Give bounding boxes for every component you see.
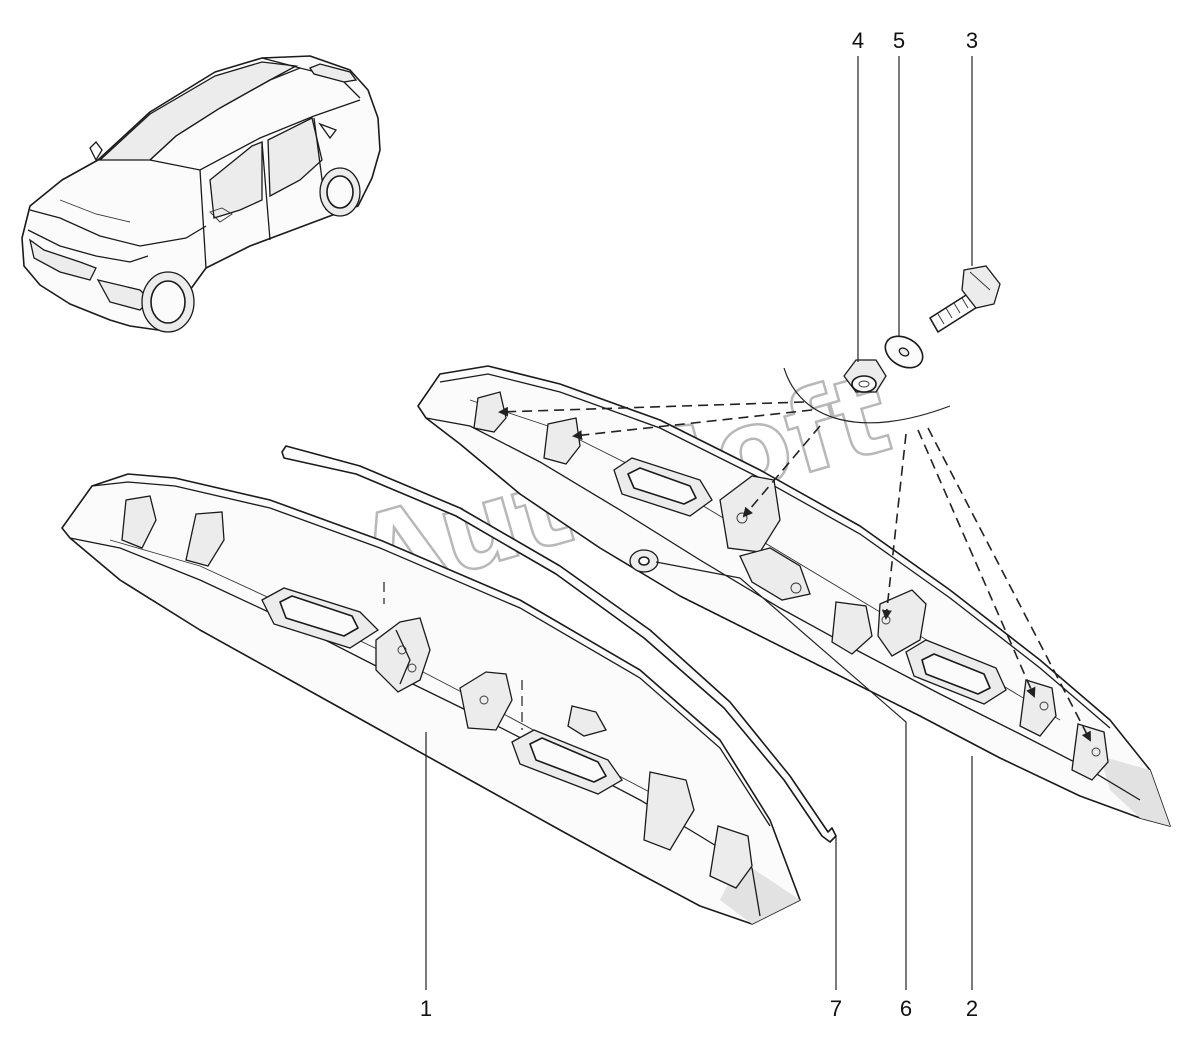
leader-lines xyxy=(425,56,973,990)
callout-7: 7 xyxy=(830,996,842,1021)
washer-icon xyxy=(884,335,924,369)
detail-circle xyxy=(783,367,951,424)
car-sedan-illustration xyxy=(21,55,381,333)
callout-1: 1 xyxy=(420,996,432,1021)
callout-2: 2 xyxy=(966,996,978,1021)
bolt-icon xyxy=(929,265,1001,333)
callout-5: 5 xyxy=(893,28,905,53)
nut-icon xyxy=(843,359,887,393)
part-2-trim-panel xyxy=(417,365,1171,827)
part-6-grommet xyxy=(629,549,741,579)
callout-3: 3 xyxy=(966,28,978,53)
callout-4: 4 xyxy=(852,28,864,53)
callout-6: 6 xyxy=(900,996,912,1021)
installation-arrows xyxy=(498,401,1091,742)
part-1-trim-panel xyxy=(61,473,801,925)
